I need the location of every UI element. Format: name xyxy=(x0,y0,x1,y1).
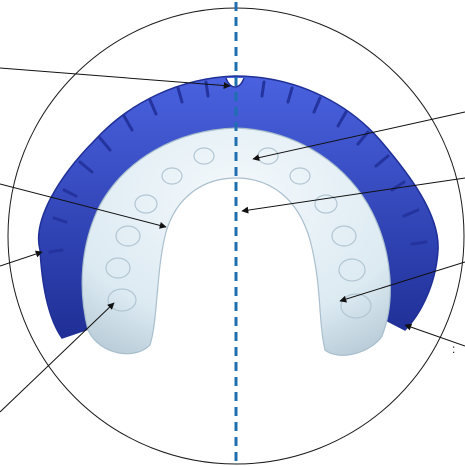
leader-line-top-left xyxy=(0,68,230,86)
stray-colon: : xyxy=(452,343,455,355)
leader-line-bottom-right xyxy=(405,325,465,346)
leader-line-lower-left xyxy=(0,252,42,266)
